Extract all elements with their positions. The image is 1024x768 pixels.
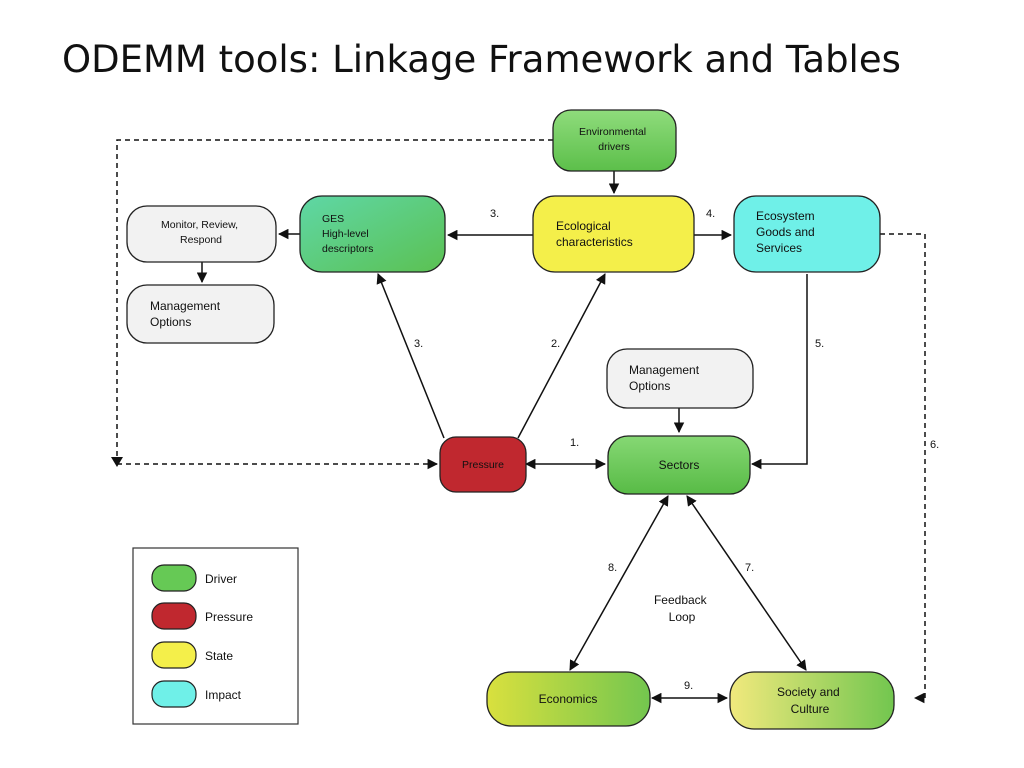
- svg-text:Economics: Economics: [539, 692, 598, 706]
- legend-item-state: State: [151, 641, 233, 669]
- page-title: ODEMM tools: Linkage Framework and Table…: [62, 38, 901, 81]
- sectors-economics-edge: [569, 495, 669, 671]
- svg-text:Driver: Driver: [205, 572, 237, 586]
- svg-text:Monitor, Review, Respond: Monitor, Review, Respond: [161, 219, 241, 246]
- edge-label-5: 5.: [815, 338, 824, 350]
- pressure-node: Pressure: [439, 436, 527, 493]
- legend-item-driver: Driver: [151, 564, 237, 592]
- monitor-review-respond-node: Monitor, Review, Respond: [126, 205, 277, 263]
- edge-label-3-top: 3.: [490, 208, 499, 220]
- ecosystem-to-sectors-edge: [750, 274, 808, 470]
- svg-text:Sectors: Sectors: [659, 458, 700, 472]
- edge-label-4: 4.: [706, 208, 715, 220]
- ges-descriptors-node: GES High-level descriptors: [299, 195, 446, 273]
- svg-text:Management Options: Management Options: [150, 299, 223, 329]
- edge-label-2: 2.: [551, 338, 560, 350]
- legend-swatch-driver: [151, 564, 197, 592]
- management-options-left-node: Management Options: [126, 284, 275, 344]
- svg-text:Impact: Impact: [205, 688, 242, 702]
- sectors-society-edge: [686, 495, 807, 671]
- edge-label-9: 9.: [684, 680, 693, 692]
- svg-text:Ecosystem Goods and: Ecosystem Goods and Services: [756, 209, 818, 255]
- svg-text:Ecological characteristi: Ecological characteristics: [556, 219, 633, 249]
- svg-text:Environmental drivers: Environmental drivers: [579, 126, 649, 153]
- svg-text:GES High-level des: GES High-level descriptors: [322, 213, 373, 255]
- env-drivers-dashed-edge: [111, 139, 553, 467]
- ecosystem-goods-services-node: Ecosystem Goods and Services: [733, 195, 881, 273]
- ecosystem-to-society-dashed-edge: [880, 233, 926, 704]
- environmental-drivers-node: Environmental drivers: [552, 109, 677, 172]
- edge-label-6: 6.: [930, 439, 939, 451]
- svg-text:Pressure: Pressure: [462, 459, 504, 471]
- society-culture-node: Society and Culture: [729, 671, 895, 730]
- edge-label-7: 7.: [745, 562, 754, 574]
- svg-text:State: State: [205, 649, 233, 663]
- economics-node: Economics: [486, 671, 651, 727]
- edge-label-1: 1.: [570, 437, 579, 449]
- feedback-loop-label: Feedback Loop: [654, 593, 710, 624]
- legend-swatch-impact: [151, 680, 197, 708]
- sectors-node: Sectors: [607, 435, 751, 495]
- legend-item-impact: Impact: [151, 680, 242, 708]
- legend: Driver Pressure State Impact: [132, 547, 299, 725]
- svg-text:Pressure: Pressure: [205, 610, 253, 624]
- legend-swatch-pressure: [151, 602, 197, 630]
- pressure-to-ges-edge: [376, 273, 445, 439]
- svg-text:Management Options: Management Options: [629, 363, 702, 393]
- ecological-characteristics-node: Ecological characteristics: [532, 195, 695, 273]
- svg-text:Society and Culture: Society and Culture: [777, 685, 843, 716]
- legend-item-pressure: Pressure: [151, 602, 253, 630]
- edge-label-3-left: 3.: [414, 338, 423, 350]
- legend-swatch-state: [151, 641, 197, 669]
- edge-label-8: 8.: [608, 562, 617, 574]
- pressure-to-ecological-edge: [517, 273, 606, 439]
- management-options-center-node: Management Options: [606, 348, 754, 409]
